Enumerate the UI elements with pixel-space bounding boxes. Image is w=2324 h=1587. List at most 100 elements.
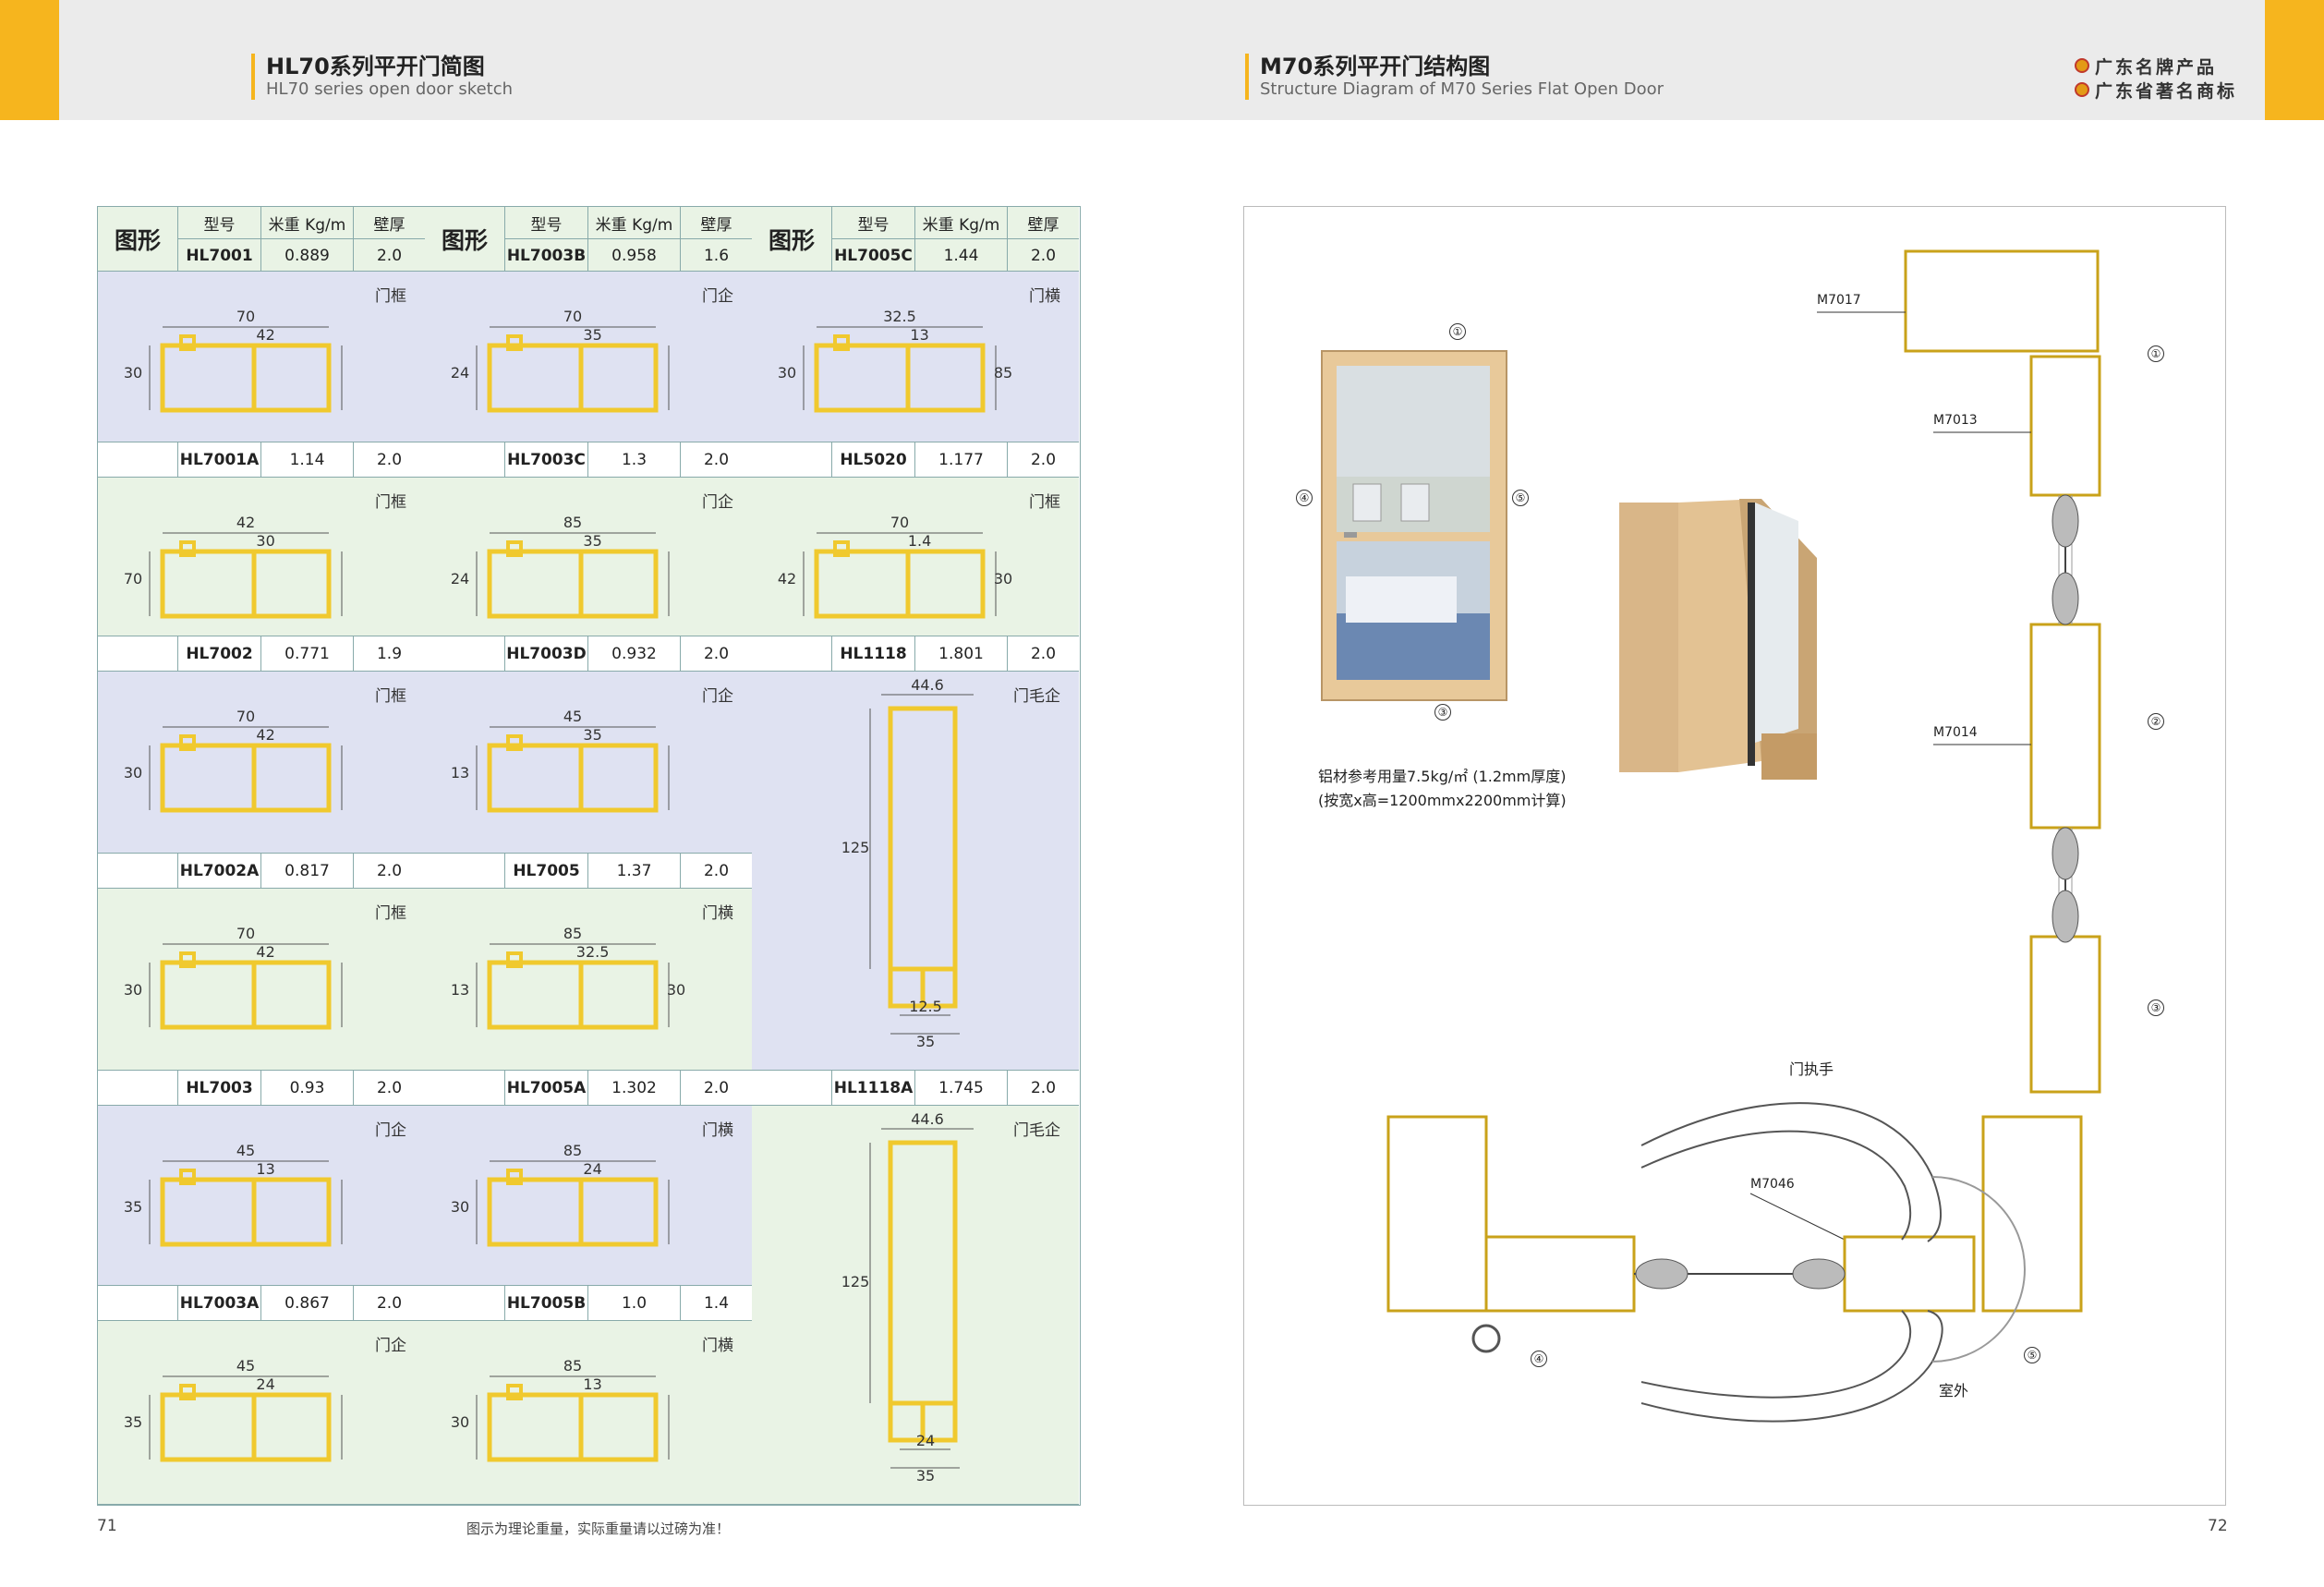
dimension-label: 30	[667, 981, 685, 999]
dimension-lines	[476, 726, 670, 810]
dimension-label: 42	[256, 726, 274, 744]
profile-shape	[487, 734, 659, 813]
profile-type-tag: 门框	[375, 687, 406, 706]
spec-weight: 1.0	[588, 1286, 681, 1320]
trademark-seal-icon	[2075, 82, 2089, 97]
dimension-lines	[149, 532, 343, 616]
leader-lines	[1749, 311, 2031, 1241]
spec-weight: 0.867	[261, 1286, 354, 1320]
dimension-label: 45	[236, 1357, 255, 1375]
dimension-label: 125	[841, 1273, 870, 1290]
profile-shape	[888, 706, 958, 1009]
dimension-label: 1.4	[908, 532, 931, 550]
dimension-label: 13	[910, 326, 928, 344]
spec-blank	[752, 442, 832, 477]
left-title: HL70系列平开门简图 HL70 series open door sketch	[251, 54, 513, 100]
spec-thick: 2.0	[1030, 246, 1057, 265]
vertical-section-profiles	[1904, 249, 2101, 1094]
dimension-label: 45	[236, 1142, 255, 1159]
dimension-lines	[476, 532, 670, 616]
spec-thick: 2.0	[1030, 450, 1057, 469]
dimension-label: 13	[451, 981, 469, 999]
shape-header: 图形	[425, 207, 505, 272]
dimension-lines	[476, 326, 670, 410]
spec-thick: 2.0	[703, 1078, 730, 1097]
door-illustration	[1321, 350, 1507, 701]
brand-line-2: 广东省著名商标	[2095, 80, 2238, 102]
spec-thick: 2.0	[703, 861, 730, 880]
door-handle-drawing	[1640, 1102, 2026, 1423]
spec-blank	[425, 854, 505, 888]
brand-badges: 广东名牌产品 广东省著名商标	[2075, 54, 2237, 102]
spec-model: HL7005	[505, 854, 588, 888]
spec-weight: 1.44	[915, 239, 1008, 272]
profile-type-tag: 门企	[702, 493, 733, 512]
profile-type-tag: 门框	[375, 287, 406, 306]
right-accent-tab	[2265, 0, 2324, 120]
spec-weight: 1.3	[588, 442, 681, 477]
page-number-left: 71	[97, 1517, 117, 1535]
header-weight: 米重 Kg/m	[261, 207, 354, 238]
profile-type-tag: 门企	[702, 287, 733, 306]
spec-model: HL7005A	[505, 1071, 588, 1105]
marker-3-section: ③	[2148, 999, 2164, 1016]
marker-3: ③	[1434, 704, 1451, 721]
profile-type-tag: 门横	[702, 1121, 733, 1140]
spec-thick: 2.0	[703, 450, 730, 469]
dimension-label: 30	[124, 981, 142, 999]
spec-blank	[425, 1071, 505, 1105]
dimension-lines	[149, 326, 343, 410]
spec-model: HL7003C	[505, 442, 588, 477]
header-model: 型号	[832, 207, 915, 238]
left-title-en: HL70 series open door sketch	[266, 79, 514, 99]
dimension-label: 30	[124, 764, 142, 781]
spec-model: HL7001	[178, 239, 261, 272]
spec-weight: 1.14	[261, 442, 354, 477]
spec-thick: 2.0	[703, 644, 730, 663]
dimension-label: 35	[583, 726, 601, 744]
dimension-lines	[869, 694, 974, 1035]
spec-thick: 1.6	[703, 246, 730, 265]
spec-thick: 2.0	[376, 450, 403, 469]
shape-header: 图形	[752, 207, 832, 272]
profile-type-tag: 门框	[375, 904, 406, 923]
spec-weight: 0.93	[261, 1071, 354, 1105]
label-m7013: M7013	[1933, 413, 1978, 428]
dimension-label: 85	[563, 1142, 582, 1159]
profile-type-tag: 门企	[375, 1337, 406, 1355]
marker-1: ①	[1449, 323, 1466, 340]
spec-weight: 1.302	[588, 1071, 681, 1105]
dimension-label: 44.6	[911, 676, 944, 694]
dimension-label: 70	[236, 925, 255, 942]
profile-shape	[487, 540, 659, 619]
dimension-lines	[149, 1160, 343, 1244]
header-weight: 米重 Kg/m	[588, 207, 681, 238]
spec-blank	[98, 1286, 178, 1320]
marker-5: ⑤	[1512, 490, 1529, 506]
label-handle: 门执手	[1789, 1060, 1834, 1078]
marker-2-section: ②	[2148, 713, 2164, 730]
spec-model: HL7002	[178, 636, 261, 671]
dimension-lines	[149, 943, 343, 1027]
dimension-label: 125	[841, 839, 870, 856]
dimension-lines	[476, 943, 670, 1027]
dimension-label: 24	[451, 570, 469, 588]
header-thickness: 壁厚	[373, 215, 405, 235]
